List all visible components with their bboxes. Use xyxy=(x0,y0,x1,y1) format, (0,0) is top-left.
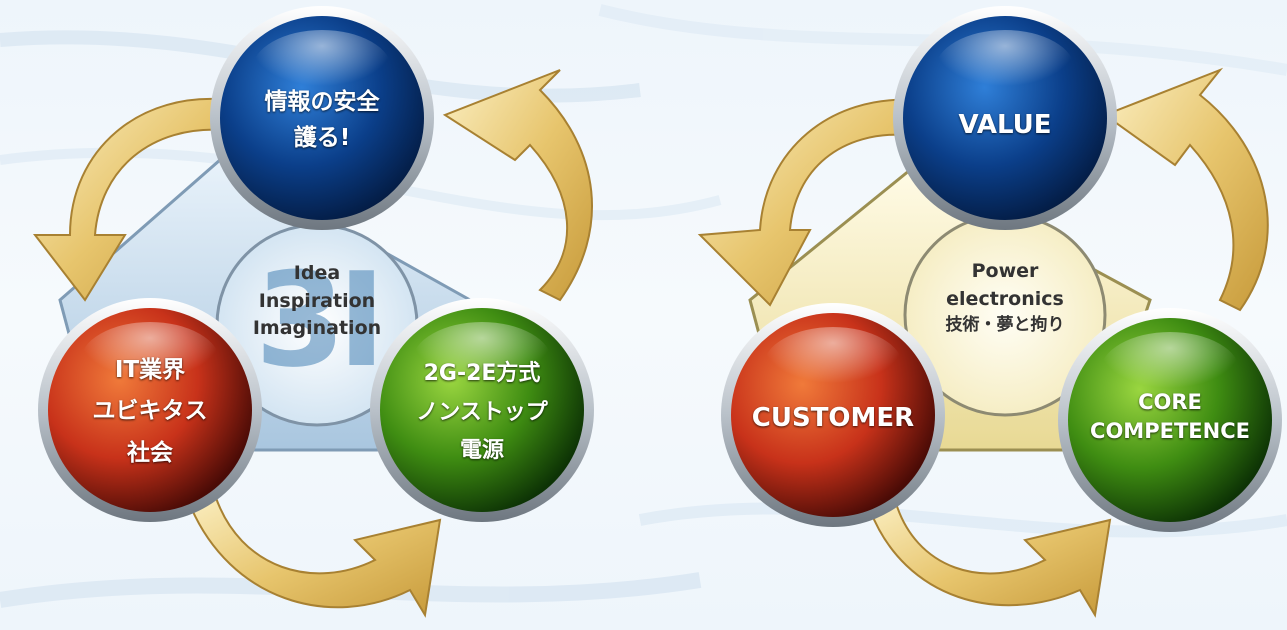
node-line: 電源 xyxy=(459,438,504,463)
node-line: ノンストップ xyxy=(416,399,548,425)
center-watermark: 3I xyxy=(255,244,386,396)
curved-arrow-icon xyxy=(442,69,594,302)
node-line: CORE xyxy=(1138,390,1202,414)
sphere-icon xyxy=(210,6,434,230)
node-line: 社会 xyxy=(127,439,173,466)
top-node-label: 情報の安全 護る! xyxy=(222,85,422,156)
node-line: CUSTOMER xyxy=(751,403,915,433)
center-line: electronics xyxy=(946,287,1064,310)
sphere-icon xyxy=(38,298,262,522)
center-line: 技術・夢と拘り xyxy=(945,315,1065,336)
node-line: ユビキタス xyxy=(92,398,208,425)
node-line: 情報の安全 xyxy=(264,89,380,115)
curved-arrow-icon xyxy=(868,498,1112,618)
curved-arrow-icon xyxy=(32,97,232,302)
sphere-icon xyxy=(893,6,1117,230)
node-line: COMPETENCE xyxy=(1090,419,1250,444)
left-center-label: Idea Inspiration Imagination xyxy=(237,260,397,343)
right-node-label: 2G-2E方式 ノンストップ 電源 xyxy=(387,355,577,471)
sphere-icon xyxy=(1058,308,1282,532)
curved-arrow-icon xyxy=(1102,67,1269,312)
top-node-label: VALUE xyxy=(905,105,1105,145)
left-node-label: IT業界 ユビキタス 社会 xyxy=(55,350,245,474)
left-cycle xyxy=(32,6,594,618)
center-line: Inspiration xyxy=(258,289,376,312)
node-line: 2G-2E方式 xyxy=(423,361,541,386)
node-line: IT業界 xyxy=(114,357,186,383)
sphere-icon xyxy=(370,298,594,522)
left-node-label: CUSTOMER xyxy=(728,398,938,438)
center-line: Imagination xyxy=(252,317,382,340)
sphere-icon xyxy=(721,303,945,527)
right-cycle xyxy=(697,6,1282,618)
right-node-label: CORE COMPETENCE xyxy=(1070,388,1270,447)
center-line: Idea xyxy=(293,262,341,284)
curved-arrow-icon xyxy=(697,98,917,307)
curved-arrow-icon xyxy=(188,493,442,618)
node-line: 護る! xyxy=(293,124,351,151)
center-line: Power xyxy=(971,260,1039,282)
right-center-label: Power electronics 技術・夢と拘り xyxy=(920,258,1090,338)
node-line: VALUE xyxy=(958,110,1052,140)
